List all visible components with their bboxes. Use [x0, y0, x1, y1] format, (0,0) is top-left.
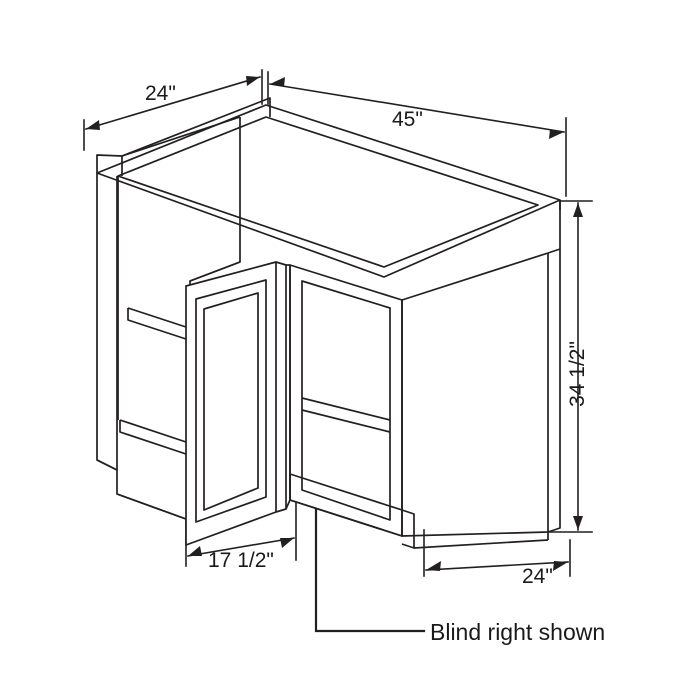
right-rear-vertical	[547, 249, 561, 533]
interior-shelf-lower	[119, 419, 190, 456]
arrow-depth-right	[246, 76, 260, 86]
dimension-labels: 24" 45" 34 1/2" 17 1/2" 24"	[145, 82, 589, 588]
left-side-bottom-edge	[96, 459, 118, 471]
front-door-mid-rail-top	[301, 397, 391, 421]
left-side-panel	[96, 173, 118, 471]
arrow-blindwidth-left	[188, 546, 202, 556]
front-toe-kick-top-edge	[289, 473, 403, 511]
top-left-corner-cap	[96, 154, 123, 173]
interior-shelf-upper	[127, 307, 190, 341]
left-toe-kick	[116, 470, 187, 530]
front-toe-kick-right	[401, 509, 415, 549]
label-blind-right-shown: Blind right shown	[430, 619, 605, 645]
label-depth-bottom-right: 24"	[522, 565, 553, 588]
door-gap-bottom	[285, 499, 291, 510]
arrow-depth-bottom-left	[426, 561, 441, 571]
right-panel-top-edge	[401, 252, 549, 301]
dim-line-depth-top	[85, 76, 261, 130]
arrow-depth-left	[86, 120, 100, 130]
top-back-rail	[121, 97, 271, 157]
arrow-height-bottom	[573, 516, 583, 530]
front-door-inner-frame	[301, 280, 391, 521]
dim-line-depth-bottom	[425, 561, 569, 571]
blind-filler-top-edge	[189, 261, 241, 282]
label-width-top: 45"	[392, 108, 423, 131]
front-door-mid-rail-bottom	[301, 409, 391, 433]
cabinet-geometry	[96, 97, 561, 549]
cabinet-top-inner-rim	[117, 116, 539, 268]
top-back-rail-inner	[121, 116, 241, 157]
right-side-panel	[401, 253, 549, 537]
arrow-width-right	[549, 129, 564, 139]
arrow-height-top	[573, 203, 583, 217]
dim-line-width-top	[269, 83, 565, 133]
left-toe-kick-top	[116, 493, 187, 520]
label-blind-width-bottom: 17 1/2"	[208, 549, 274, 572]
label-depth-top-left: 24"	[145, 82, 176, 105]
callout-leader-blind-side	[314, 480, 426, 633]
dim-line-blindwidth	[187, 537, 295, 557]
dimension-lines	[83, 69, 593, 633]
open-door-recess	[203, 292, 259, 511]
arrow-depth-bottom-right	[553, 561, 568, 571]
right-back-corner	[547, 200, 561, 254]
bottom-right-base-edge	[413, 539, 549, 549]
arrow-blindwidth-right	[280, 538, 294, 548]
label-height-right: 34 1/2"	[566, 341, 589, 407]
arrow-width-left	[270, 77, 285, 87]
open-door-edge-thickness	[275, 261, 287, 513]
